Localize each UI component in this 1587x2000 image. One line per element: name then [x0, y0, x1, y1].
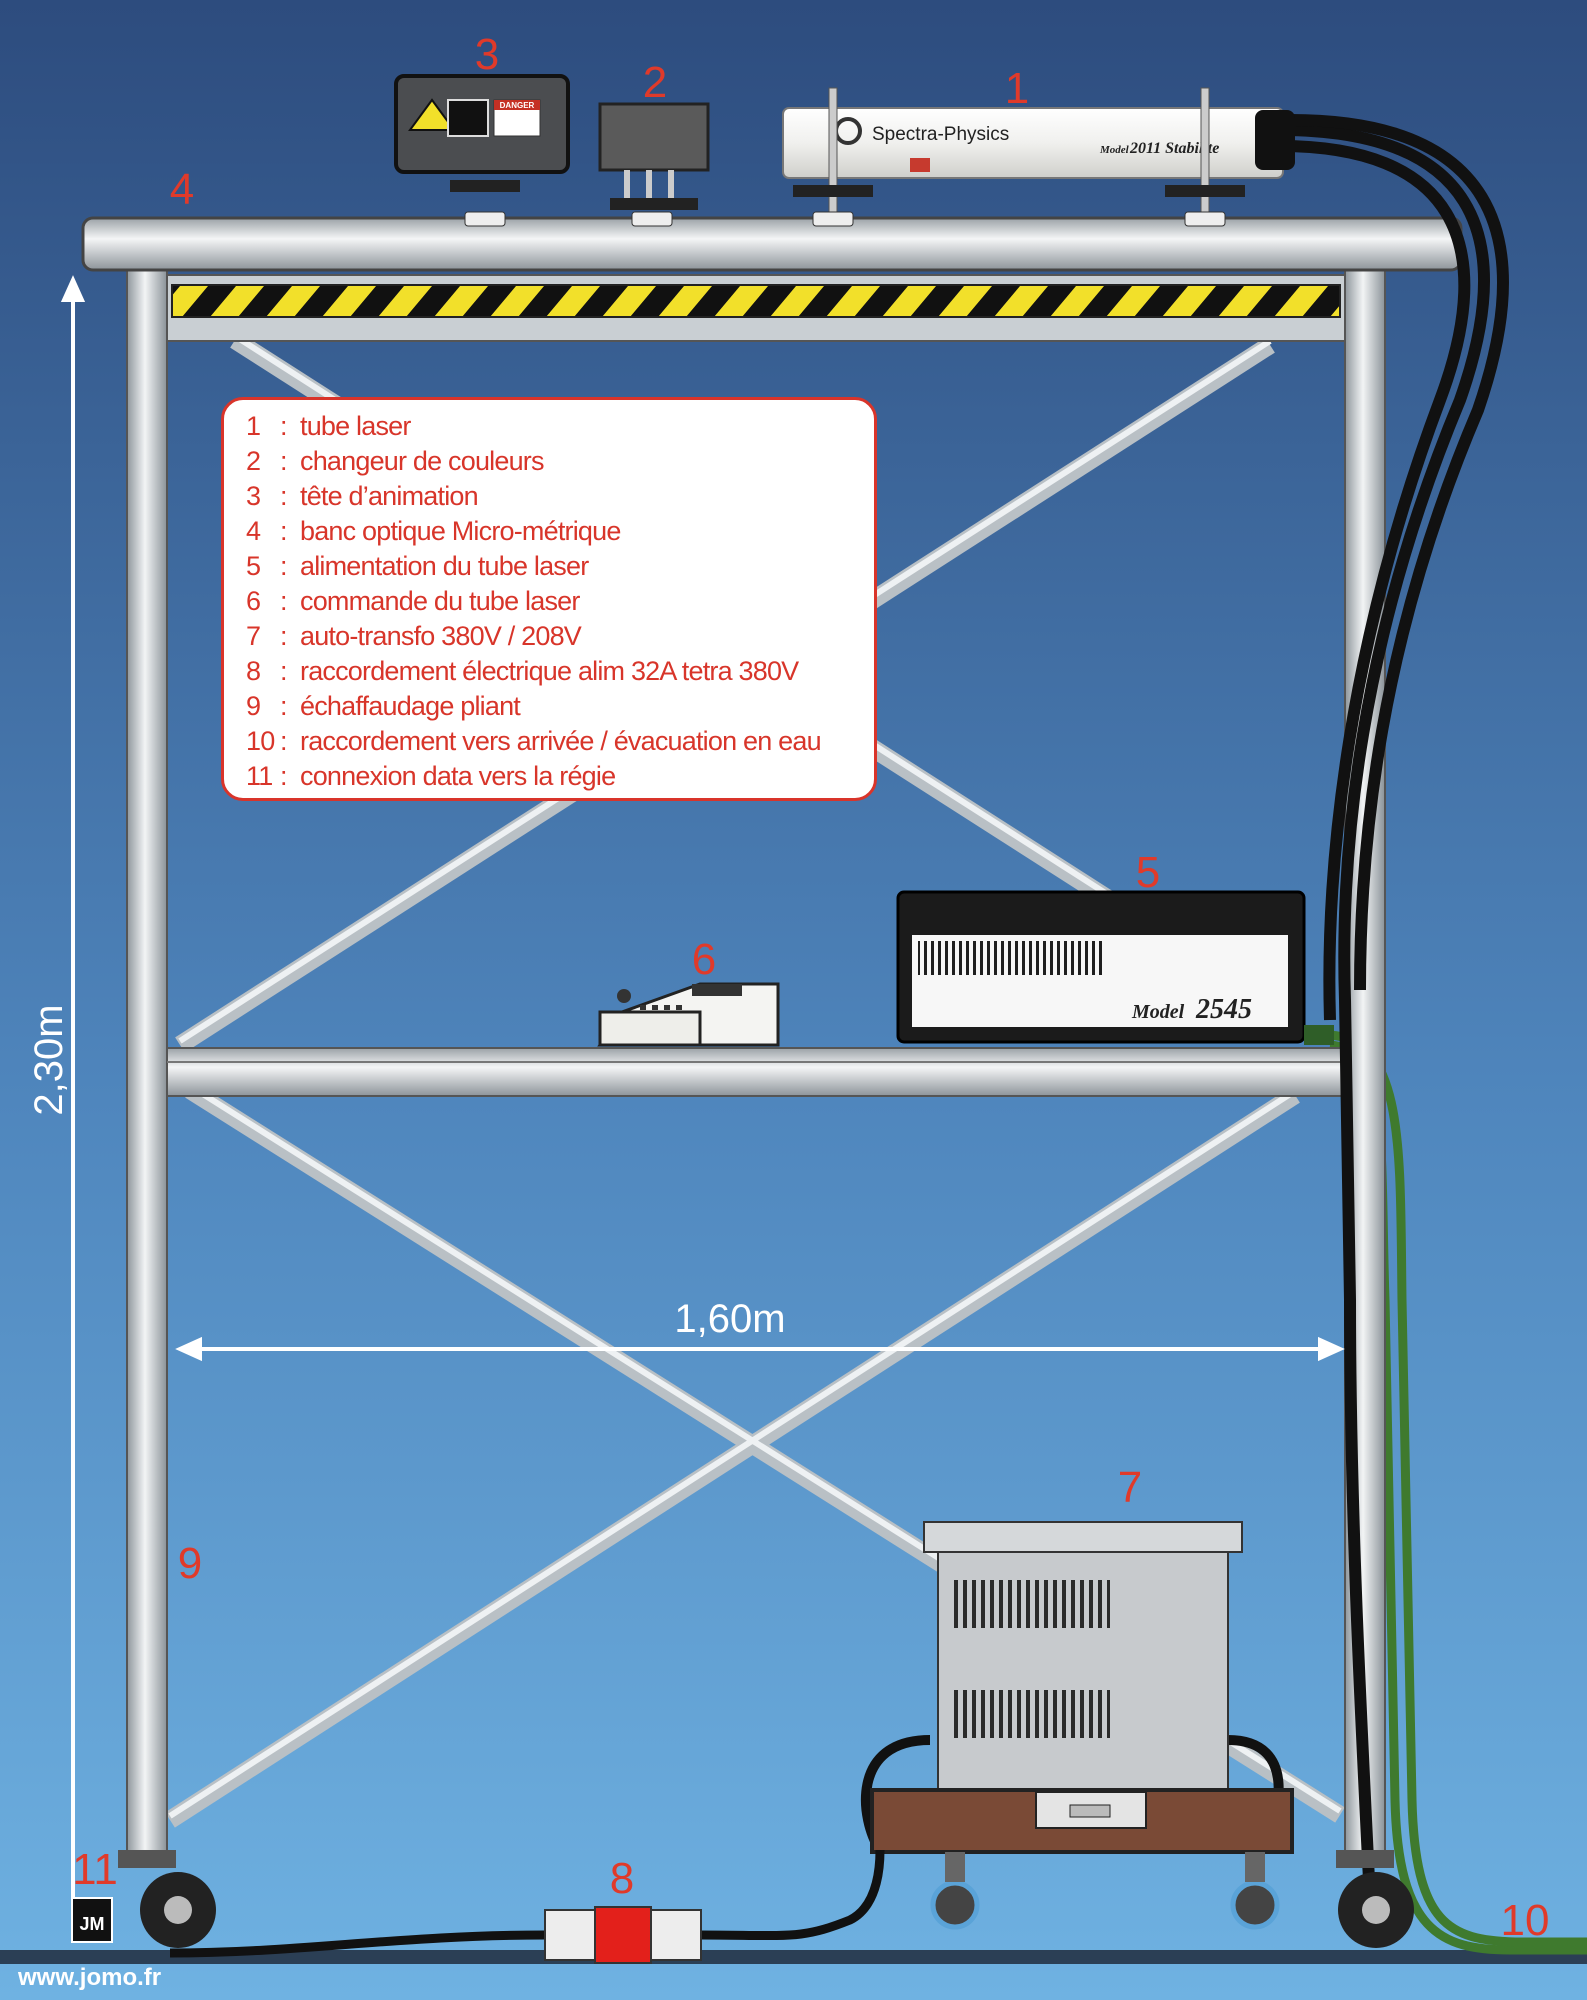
laser-brand: Spectra-Physics	[872, 124, 1009, 145]
legend-separator: :	[280, 516, 288, 546]
legend-item: 11: connexion data vers la régie	[246, 759, 874, 794]
label-3: 3	[475, 30, 499, 79]
label-5: 5	[1136, 848, 1160, 897]
legend-text: tube laser	[300, 411, 411, 441]
laser-cables	[1279, 113, 1509, 1901]
width-dimension	[175, 1336, 1345, 1362]
website-url: www.jomo.fr	[17, 1964, 161, 1991]
legend-item: 10: raccordement vers arrivée / évacuatio…	[246, 724, 874, 759]
legend-key: 10	[246, 726, 275, 756]
legend-item: 3: tête d’animation	[246, 479, 874, 514]
jomo-logo: JM	[71, 1897, 113, 1943]
legend-key: 7	[246, 621, 261, 651]
legend-text: commande du tube laser	[300, 586, 580, 616]
legend-separator: :	[280, 551, 288, 581]
label-6: 6	[692, 935, 716, 984]
legend-item: 4: banc optique Micro-métrique	[246, 514, 874, 549]
legend-item: 5: alimentation du tube laser	[246, 549, 874, 584]
legend-separator: :	[280, 446, 288, 476]
legend-separator: :	[280, 761, 288, 791]
laser-model-name: 2011 Stabilite	[1129, 140, 1219, 157]
width-value: 1,60m	[674, 1297, 785, 1341]
label-7: 7	[1118, 1463, 1142, 1512]
legend-separator: :	[280, 621, 288, 651]
legend-box: 1: tube laser 2: changeur de couleurs 3: tête…	[221, 397, 877, 801]
floor	[0, 1950, 1587, 1964]
legend-key: 1	[246, 411, 261, 441]
logo-text: JM	[79, 1914, 104, 1934]
optical-bench	[81, 216, 1463, 272]
legend-key: 4	[246, 516, 261, 546]
legend-item: 1: tube laser	[246, 409, 874, 444]
label-11: 11	[72, 1845, 118, 1894]
laser-model-prefix: Model	[1099, 144, 1130, 156]
legend-key: 5	[246, 551, 261, 581]
scaffold-post-left	[126, 264, 168, 1866]
legend-separator: :	[280, 691, 288, 721]
legend-text: tête d’animation	[300, 481, 479, 511]
hazard-stripe	[171, 284, 1341, 318]
scaffold-wheels	[118, 1850, 1414, 1948]
legend-separator: :	[280, 411, 288, 441]
legend-text: raccordement électrique alim 32A tetra 3…	[300, 656, 799, 686]
auto-transformer	[860, 1521, 1294, 1930]
legend-item: 7: auto-transfo 380V / 208V	[246, 619, 874, 654]
legend-text: échaffaudage pliant	[300, 691, 521, 721]
psu-model-prefix: Model	[1131, 1001, 1185, 1023]
power-supply: Model 2545	[896, 890, 1334, 1045]
label-2: 2	[643, 58, 667, 107]
legend-text: alimentation du tube laser	[300, 551, 589, 581]
legend-key: 2	[246, 446, 261, 476]
legend-item: 9: échaffaudage pliant	[246, 689, 874, 724]
legend-key: 3	[246, 481, 261, 511]
legend-text: connexion data vers la régie	[300, 761, 616, 791]
colour-changer	[598, 102, 710, 227]
laser-control	[597, 982, 780, 1047]
label-9: 9	[178, 1539, 202, 1588]
middle-shelf	[166, 1047, 1346, 1097]
animation-head: DANGER	[394, 74, 570, 227]
legend-item: 2: changeur de couleurs	[246, 444, 874, 479]
legend-key: 11	[246, 761, 273, 791]
laser-warning-icon	[408, 98, 456, 131]
legend-key: 8	[246, 656, 261, 686]
label-10: 10	[1501, 1896, 1550, 1945]
legend-item: 6: commande du tube laser	[246, 584, 874, 619]
legend-separator: :	[280, 586, 288, 616]
height-dimension	[60, 275, 86, 1930]
legend-item: 8: raccordement électrique alim 32A tetra…	[246, 654, 874, 689]
electrical-connector	[169, 1849, 885, 1964]
height-value: 2,30m	[27, 1004, 71, 1115]
legend-key: 9	[246, 691, 261, 721]
legend-separator: :	[280, 656, 288, 686]
label-8: 8	[610, 1854, 634, 1903]
legend-text: raccordement vers arrivée / évacuation e…	[300, 726, 822, 756]
legend-text: banc optique Micro-métrique	[300, 516, 621, 546]
psu-model-number: 2545	[1195, 994, 1252, 1025]
legend-separator: :	[280, 726, 288, 756]
legend-text: auto-transfo 380V / 208V	[300, 621, 582, 651]
label-1: 1	[1005, 64, 1029, 113]
legend-separator: :	[280, 481, 288, 511]
legend-key: 6	[246, 586, 261, 616]
danger-label: DANGER	[500, 101, 535, 110]
legend-text: changeur de couleurs	[300, 446, 544, 476]
label-4: 4	[170, 165, 194, 214]
laser-tube: Spectra-Physics Model 2011 Stabilite	[782, 87, 1295, 227]
